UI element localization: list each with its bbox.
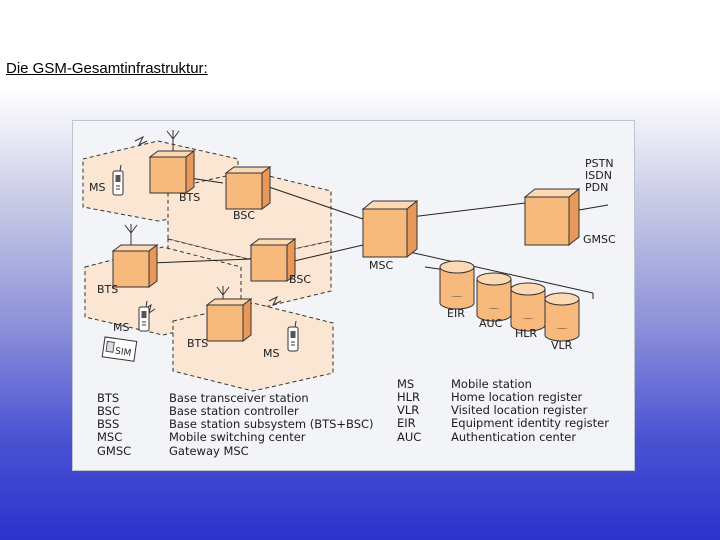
label-bsc-2: BSC [289,273,311,286]
hlr-database [510,282,546,332]
label-ms-1: MS [89,181,105,194]
legend-left: BTS Base transceiver station BSC Base st… [97,391,374,458]
label-msc: MSC [369,259,393,272]
label-eir: EIR [447,307,465,320]
auc-database [476,272,512,322]
gsm-infrastructure-diagram: SIM MS BTS BSC BSC BTS MS BTS MS MSC GMS… [72,120,635,471]
label-vlr: VLR [551,339,573,352]
sim-label: SIM [114,347,131,359]
legend-abbr: VLR [397,403,419,417]
label-pstn: PSTN [585,157,614,170]
msc-box [362,200,418,258]
bts-2-box [112,244,158,288]
gmsc-box [524,188,580,246]
legend-desc: Base station subsystem (BTS+BSC) [169,417,374,431]
label-bsc-1: BSC [233,209,255,222]
label-bts-2: BTS [97,283,118,296]
label-isdn: ISDN [585,169,612,182]
legend-abbr: BTS [97,391,119,405]
legend-abbr: AUC [397,430,421,444]
label-ms-3: MS [263,347,279,360]
vlr-database [544,292,580,342]
legend-desc: Visited location register [451,403,587,417]
legend-desc: Authentication center [451,430,576,444]
bts-3-box [206,298,252,342]
legend-abbr: GMSC [97,444,131,458]
label-bts-3: BTS [187,337,208,350]
label-bts-1: BTS [179,191,200,204]
legend-desc: Base station controller [169,404,299,418]
legend-desc: Home location register [451,390,583,404]
label-pdn: PDN [585,181,608,194]
legend-desc: Mobile station [451,377,532,391]
legend-desc: Equipment identity register [451,416,609,430]
legend-desc: Mobile switching center [169,430,306,444]
bsc-1-box [225,166,271,210]
eir-database [439,260,475,310]
label-gmsc: GMSC [583,233,616,246]
label-ms-2: MS [113,321,129,334]
label-hlr: HLR [515,327,537,340]
legend-desc: Base transceiver station [169,391,309,405]
legend-right: MS Mobile station HLR Home location regi… [397,377,609,444]
bts-1-box [149,150,195,194]
sim-card-icon: SIM [101,336,138,362]
legend-abbr: HLR [397,390,420,404]
legend-abbr: BSS [97,417,119,431]
node-labels: MS BTS BSC BSC BTS MS BTS MS MSC GMSC PS… [89,157,616,360]
label-auc: AUC [479,317,503,330]
page-title: Die GSM-Gesamtinfrastruktur: [6,60,208,77]
legend-desc: Gateway MSC [169,444,249,458]
legend-abbr: MS [397,377,414,391]
legend-abbr: EIR [397,416,416,430]
legend-abbr: BSC [97,404,120,418]
legend-abbr: MSC [97,430,122,444]
